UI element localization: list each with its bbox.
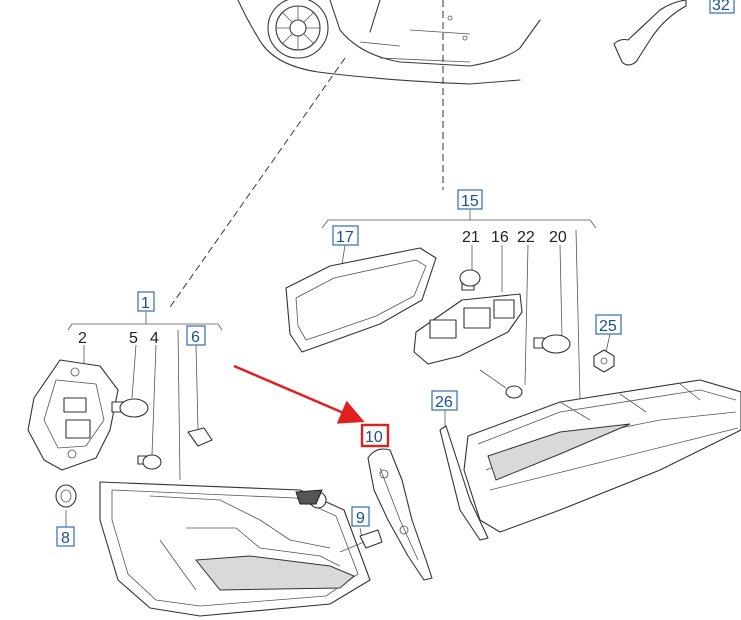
mounting-bracket-part-10 bbox=[367, 448, 433, 581]
callout-box-32[interactable] bbox=[709, 0, 735, 14]
bulb-holder-part-2 bbox=[27, 359, 119, 471]
bulb-part-20 bbox=[533, 334, 571, 354]
callout-box-1[interactable] bbox=[137, 291, 155, 312]
callout-label-2: 2 bbox=[78, 330, 87, 347]
callout-label-26: 26 bbox=[435, 394, 453, 411]
cap-part-6 bbox=[187, 427, 213, 447]
leader-lines bbox=[65, 0, 611, 539]
callout-label-9: 9 bbox=[356, 510, 365, 527]
callout-label-1: 1 bbox=[141, 295, 150, 312]
callout-box-15[interactable] bbox=[457, 189, 483, 210]
callout-box-9[interactable] bbox=[351, 506, 370, 527]
callout-box-25[interactable] bbox=[595, 314, 622, 335]
screw-part-9 bbox=[339, 529, 383, 553]
callout-box-8[interactable] bbox=[56, 526, 75, 547]
callout-box-10[interactable] bbox=[360, 423, 390, 448]
callout-label-25: 25 bbox=[599, 318, 617, 335]
callout-label-21: 21 bbox=[462, 229, 480, 246]
callout-label-17: 17 bbox=[336, 229, 354, 246]
bracket-part-32 bbox=[613, 0, 687, 66]
grommet-part-8 bbox=[55, 484, 77, 508]
callout-box-6[interactable] bbox=[186, 325, 206, 346]
callout-label-16: 16 bbox=[491, 229, 509, 246]
tail-lamp-outer-part-1 bbox=[99, 481, 371, 617]
callout-label-6: 6 bbox=[191, 329, 200, 346]
bulb-part-5 bbox=[111, 398, 149, 418]
gasket-part-17 bbox=[285, 247, 437, 353]
callout-label-5: 5 bbox=[129, 330, 138, 347]
vehicle-rear-outline bbox=[237, 0, 541, 85]
callout-label-32: 32 bbox=[712, 0, 730, 14]
bulb-part-4 bbox=[137, 454, 162, 470]
nut-part-25 bbox=[593, 349, 615, 373]
bulb-holder-part-16 bbox=[413, 293, 523, 365]
seal-part-26 bbox=[439, 425, 489, 541]
callout-label-15: 15 bbox=[461, 193, 479, 210]
callout-label-20: 20 bbox=[549, 229, 567, 246]
bulb-part-21 bbox=[459, 269, 481, 291]
bulb-part-22 bbox=[479, 369, 523, 399]
callout-box-17[interactable] bbox=[332, 225, 359, 246]
callout-label-10: 10 bbox=[365, 429, 383, 446]
callout-box-26[interactable] bbox=[431, 390, 458, 411]
tail-lamp-inner-assembly bbox=[463, 379, 741, 533]
callout-label-4: 4 bbox=[150, 330, 159, 347]
callout-label-22: 22 bbox=[517, 229, 535, 246]
callout-label-8: 8 bbox=[61, 530, 70, 547]
highlight-arrow bbox=[233, 364, 365, 424]
